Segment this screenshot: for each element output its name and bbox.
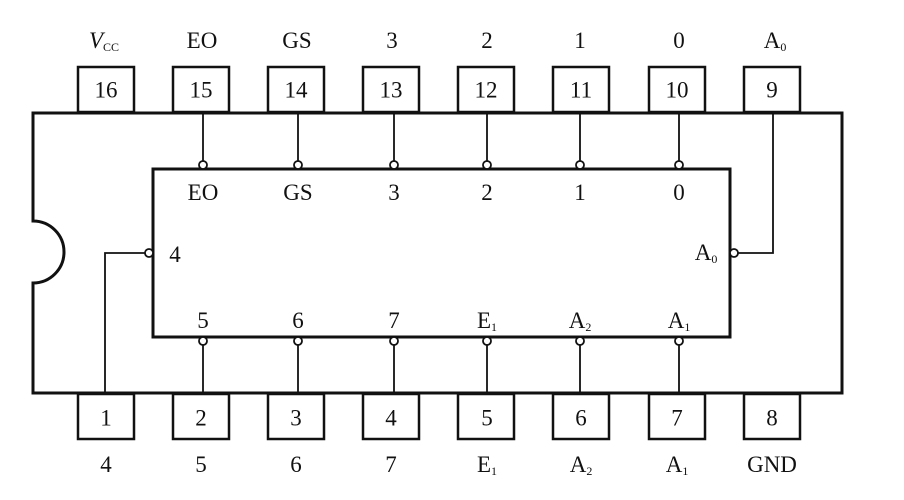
inner-label-5: 5: [197, 308, 209, 333]
pin16-number: 16: [94, 77, 118, 103]
inner-label-a1: A1: [667, 308, 691, 334]
bottom-wires: [202, 345, 680, 392]
top-wires: [202, 114, 680, 161]
pin3-number: 3: [290, 405, 302, 431]
inner-label-7: 7: [388, 308, 400, 333]
pin4-number: 4: [385, 405, 397, 431]
pin8-number: 8: [766, 405, 778, 431]
pin11-label: 1: [574, 28, 586, 53]
inner-label-a2: A2: [568, 308, 592, 334]
inner-label-2: 2: [481, 180, 493, 205]
pin12-number: 12: [474, 77, 498, 103]
wire-input-4: [104, 252, 145, 392]
top-pin-boxes: [76, 65, 802, 114]
inner-label-6: 6: [292, 308, 304, 333]
pin5-label: E1: [476, 452, 498, 478]
pin9-label: A0: [763, 28, 787, 54]
pin15-label: EO: [186, 28, 218, 53]
pin8-label: GND: [747, 452, 797, 477]
pin2-number: 2: [195, 405, 207, 431]
inner-label-a0: A0: [694, 240, 718, 266]
inner-label-4: 4: [169, 242, 181, 267]
pin7-number: 7: [671, 405, 683, 431]
inner-label-e1: E1: [476, 308, 498, 334]
pin10-number: 10: [665, 77, 689, 103]
bottom-pin-boxes: [76, 392, 802, 441]
pin15-number: 15: [189, 77, 213, 103]
pin1-number: 1: [100, 405, 112, 431]
inner-label-1: 1: [574, 180, 586, 205]
pin2-label: 5: [195, 452, 207, 477]
inner-label-gs: GS: [283, 180, 313, 205]
chip-body: [31, 111, 844, 395]
pin5-number: 5: [481, 405, 493, 431]
pin11-number: 11: [569, 77, 593, 103]
pin4-label: 7: [385, 452, 397, 477]
wire-output-a0: [738, 114, 774, 254]
pin10-label: 0: [673, 28, 685, 53]
encoder-block: [151, 167, 732, 339]
pin16-label: VCC: [88, 28, 120, 54]
inner-label-3: 3: [388, 180, 400, 205]
inner-label-eo: EO: [187, 180, 219, 205]
pin9-number: 9: [766, 77, 778, 103]
pin13-number: 13: [379, 77, 403, 103]
inversion-bubbles: [144, 160, 739, 346]
pin12-label: 2: [481, 28, 493, 53]
pin14-number: 14: [284, 77, 308, 103]
pin13-label: 3: [386, 28, 398, 53]
inner-label-0: 0: [673, 180, 685, 205]
pin1-label: 4: [100, 452, 112, 477]
pin14-label: GS: [282, 28, 312, 53]
pin6-number: 6: [575, 405, 587, 431]
pin7-label: A1: [665, 452, 689, 478]
pin3-label: 6: [290, 452, 302, 477]
pin6-label: A2: [569, 452, 593, 478]
